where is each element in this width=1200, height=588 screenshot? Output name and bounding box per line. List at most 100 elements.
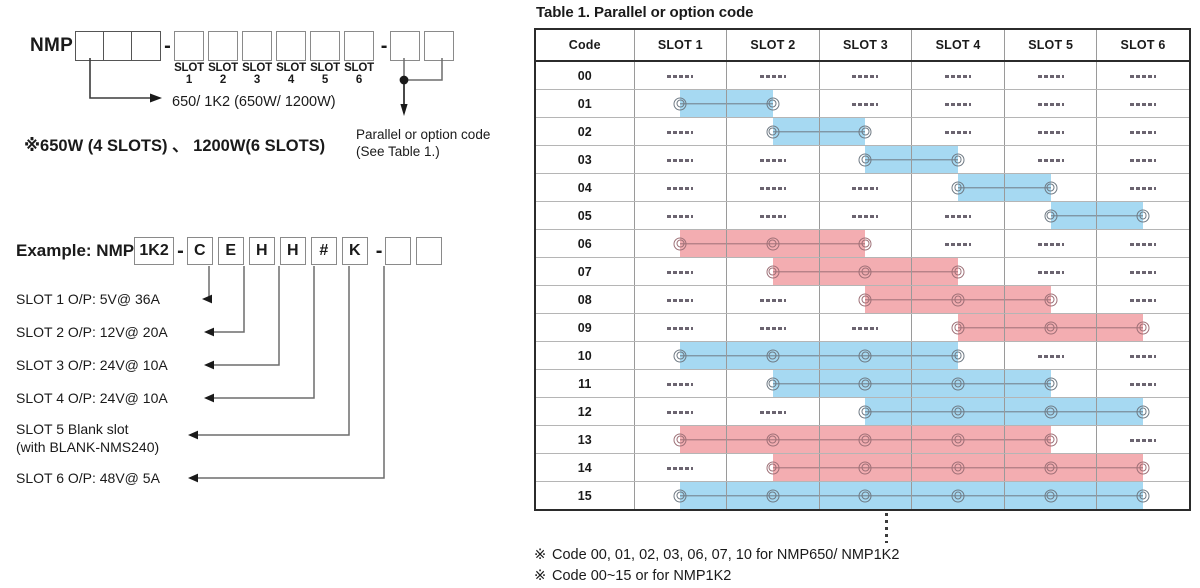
dash-placeholder-icon bbox=[635, 130, 727, 134]
slot-cell-empty bbox=[911, 229, 1005, 258]
example-box-power[interactable]: 1K2 bbox=[134, 237, 175, 265]
slot-label-4: SLOT 4 bbox=[276, 62, 306, 86]
slot-cell-linked bbox=[819, 453, 913, 482]
code-cell: 12 bbox=[535, 397, 635, 426]
dash-placeholder-icon bbox=[1097, 270, 1188, 274]
dash-placeholder-icon bbox=[1097, 382, 1188, 386]
connector-ring-icon bbox=[858, 461, 872, 474]
code-cell: 05 bbox=[535, 201, 635, 230]
parallel-link-line bbox=[819, 242, 866, 245]
option-callout-line2: (See Table 1.) bbox=[356, 144, 440, 159]
connector-ring-icon bbox=[673, 97, 687, 110]
dash-placeholder-icon bbox=[727, 74, 819, 78]
dash-placeholder-icon bbox=[1005, 74, 1097, 78]
connector-ring-icon bbox=[1044, 405, 1058, 418]
option-box-1[interactable] bbox=[390, 31, 421, 61]
dash-placeholder-icon bbox=[1005, 158, 1097, 162]
slot-cell-linked bbox=[634, 425, 728, 454]
slot-cell-empty bbox=[634, 257, 728, 286]
slot-cell-empty bbox=[819, 61, 913, 90]
parallel-link-line bbox=[680, 494, 727, 497]
slot-cell-empty bbox=[634, 453, 728, 482]
slot-cell-linked bbox=[726, 257, 820, 286]
example-label: Example: NMP bbox=[16, 241, 135, 260]
slot-cell-linked bbox=[726, 341, 820, 370]
connector-ring-icon bbox=[1136, 489, 1150, 502]
slot-box-4[interactable] bbox=[275, 31, 306, 61]
slot-cell-linked bbox=[911, 425, 1005, 454]
option-box-2[interactable] bbox=[424, 31, 455, 61]
parallel-link-line bbox=[1004, 382, 1051, 385]
example-box-slot1[interactable]: C bbox=[186, 237, 213, 265]
slot-box-5[interactable] bbox=[309, 31, 340, 61]
slot-cell-empty bbox=[726, 397, 820, 426]
slot-cell-linked bbox=[1096, 397, 1190, 426]
table-row: 10 bbox=[535, 341, 1190, 370]
slot-cell-empty bbox=[1004, 229, 1098, 258]
example-box-slot3[interactable]: H bbox=[248, 237, 275, 265]
connector-ring-icon bbox=[1136, 461, 1150, 474]
slot-cell-empty bbox=[911, 89, 1005, 118]
slot-cell-linked bbox=[634, 89, 728, 118]
example-block: Example: NMP 1K2 - C E H H # K - bbox=[16, 236, 447, 486]
slot-cell-empty bbox=[634, 173, 728, 202]
slot-cell-linked bbox=[1004, 453, 1098, 482]
slot-cell-empty bbox=[634, 61, 728, 90]
slot-cell-empty bbox=[911, 61, 1005, 90]
parallel-link-line bbox=[958, 326, 1004, 329]
connector-ring-icon bbox=[766, 265, 780, 278]
slot-box-3[interactable] bbox=[241, 31, 272, 61]
table-row: 05 bbox=[535, 201, 1190, 230]
parallel-link-line bbox=[912, 270, 959, 273]
example-box-option1[interactable] bbox=[385, 237, 412, 265]
slot-cell-empty bbox=[634, 313, 728, 342]
example-box-option2[interactable] bbox=[416, 237, 443, 265]
slot-cell-empty bbox=[1004, 341, 1098, 370]
column-header-slot-6: SLOT 6 bbox=[1120, 38, 1166, 52]
slot-box-1[interactable] bbox=[173, 31, 204, 61]
dash-separator-2: - bbox=[380, 35, 388, 57]
slot-cell-linked bbox=[1004, 313, 1098, 342]
slot-cell-empty bbox=[1096, 285, 1190, 314]
slot-cell-empty bbox=[1096, 425, 1190, 454]
column-header-slot-3: SLOT 3 bbox=[819, 29, 913, 61]
parallel-link-line bbox=[1097, 214, 1144, 217]
connector-ring-icon bbox=[858, 433, 872, 446]
dash-placeholder-icon bbox=[1097, 242, 1188, 246]
example-box-slot5[interactable]: # bbox=[310, 237, 337, 265]
dash-placeholder-icon bbox=[635, 270, 727, 274]
dash-placeholder-icon bbox=[912, 102, 1004, 106]
dash-placeholder-icon bbox=[1097, 74, 1188, 78]
connector-ring-icon bbox=[858, 489, 872, 502]
slot-cell-linked bbox=[911, 313, 1005, 342]
parallel-link-line bbox=[819, 130, 866, 133]
power-box-2[interactable] bbox=[104, 32, 133, 60]
slot-cell-linked bbox=[1004, 173, 1098, 202]
example-dash-2: - bbox=[375, 240, 383, 262]
example-box-slot4[interactable]: H bbox=[279, 237, 306, 265]
dash-placeholder-icon bbox=[635, 158, 727, 162]
slot-cell-linked bbox=[726, 117, 820, 146]
option-callout-text: Parallel or option code (See Table 1.) bbox=[356, 126, 490, 160]
slot-cell-empty bbox=[819, 201, 913, 230]
slot-cell-linked bbox=[819, 481, 913, 511]
slot-cell-linked bbox=[911, 145, 1005, 174]
slot-cell-empty bbox=[819, 89, 913, 118]
example-box-slot2[interactable]: E bbox=[217, 237, 244, 265]
slot-cell-empty bbox=[1096, 257, 1190, 286]
slot-desc-2: SLOT 2 O/P: 12V@ 20A bbox=[16, 324, 168, 340]
power-rating-boxes[interactable] bbox=[75, 31, 162, 61]
connector-ring-icon bbox=[858, 293, 872, 306]
slot-cell-empty bbox=[634, 285, 728, 314]
code-cell: 10 bbox=[535, 341, 635, 370]
power-box-3[interactable] bbox=[132, 32, 160, 60]
dash-placeholder-icon bbox=[635, 298, 727, 302]
slot-desc-3: SLOT 3 O/P: 24V@ 10A bbox=[16, 357, 168, 373]
example-box-slot6[interactable]: K bbox=[341, 237, 368, 265]
slot-box-6[interactable] bbox=[343, 31, 374, 61]
slot-box-2[interactable] bbox=[207, 31, 238, 61]
slot-cell-empty bbox=[1004, 257, 1098, 286]
power-box-1[interactable] bbox=[76, 32, 105, 60]
